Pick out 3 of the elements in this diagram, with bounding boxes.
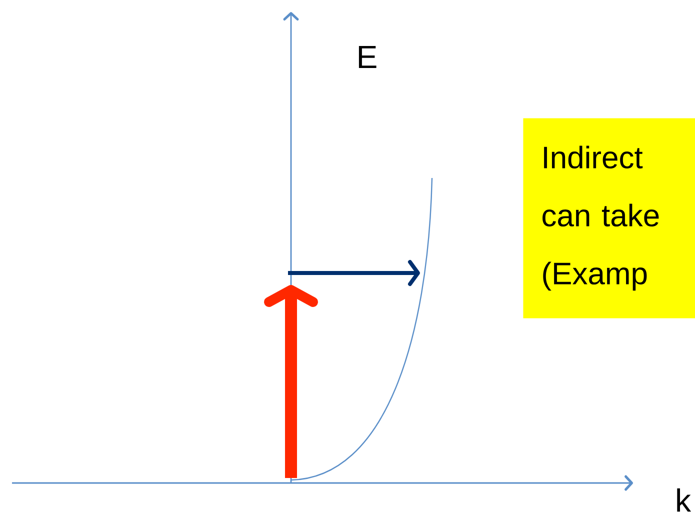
axis-label: E bbox=[358, 46, 376, 68]
note-box: Indirect can take (Examp bbox=[523, 118, 695, 318]
axis-label: k bbox=[677, 488, 692, 512]
